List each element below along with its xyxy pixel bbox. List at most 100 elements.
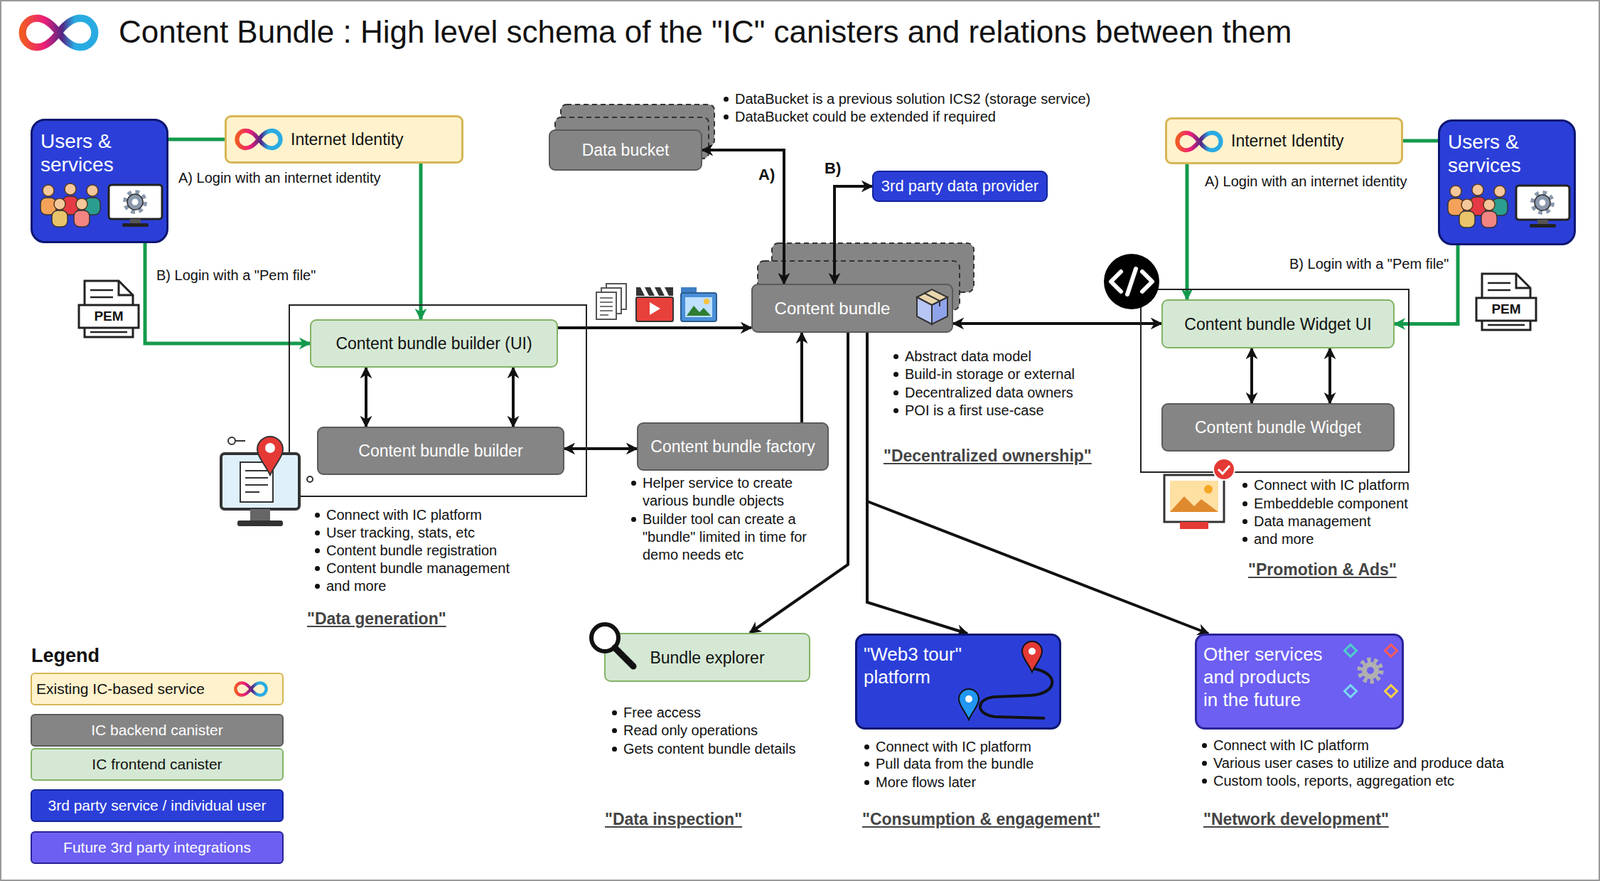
legend-swatch: Future 3rd party integrations: [30, 830, 284, 864]
content-icons-part: [636, 287, 674, 296]
service-box: Internet Identity: [1164, 117, 1404, 165]
bullet-text: Connect with IC platform: [875, 737, 1032, 756]
frontend-box: Bundle explorer: [604, 632, 811, 682]
package-icon-part: [916, 297, 932, 325]
pem-file-icon: [1476, 273, 1537, 330]
bullet-text: Helper service to create various bundle …: [642, 474, 821, 510]
bullet-text: Decentralized data owners: [904, 383, 1074, 402]
legend-text: IC backend canister: [90, 720, 224, 740]
content-icons-part: [636, 297, 674, 322]
bullet-text: Connect with IC platform: [1213, 736, 1369, 755]
group-frame: Connect with IC platformUser tracking, s…: [288, 304, 588, 497]
bullet-dot: [723, 114, 729, 120]
picture-icon: [1164, 458, 1235, 529]
gears-icon-part: [1359, 659, 1382, 681]
package-icon-part: [924, 292, 940, 307]
legend-text: IC frontend canister: [91, 754, 222, 774]
bullet-text: Free access: [623, 703, 701, 722]
bullet-dot: [1242, 518, 1248, 524]
actor-box: Users & services: [1437, 119, 1576, 246]
bullet-text: and more: [1253, 530, 1315, 549]
bullet-text: More flows later: [875, 773, 976, 792]
frontend-box: Content bundle builder (UI): [309, 319, 558, 368]
node-label: Content bundle builder: [358, 440, 523, 461]
content-icons-part: [680, 292, 717, 322]
service-box: Internet Identity: [224, 115, 464, 164]
pem-file-icon: [78, 280, 139, 337]
connector: [1328, 348, 1332, 404]
note-text: A) Login with an internet identity: [1204, 172, 1408, 191]
bullet-text: Pull data from the bundle: [875, 754, 1034, 773]
connector: [1250, 348, 1254, 404]
backend-box: Content bundle builder: [317, 426, 565, 475]
legend-text: Existing IC-based service: [36, 679, 205, 699]
bullet-text: Embeddeble component: [1253, 494, 1409, 513]
monitor-pin-icon-part: [245, 470, 268, 492]
gears-icon-part: [1385, 685, 1398, 698]
bullet-text: Abstract data model: [904, 347, 1032, 366]
bullet-dot: [864, 779, 870, 785]
connector: [867, 332, 1209, 634]
bullet-dot: [893, 371, 899, 377]
bullet-text: Connect with IC platform: [326, 506, 482, 524]
gears-icon-part: [1344, 644, 1357, 657]
connector: [953, 321, 1162, 325]
users-icon: [40, 183, 163, 227]
bullet-text: and more: [326, 577, 387, 595]
gears-icon: [1344, 644, 1398, 698]
content-icons-part: [680, 287, 697, 295]
monitor-pin-icon-part: [221, 453, 300, 509]
note-text: A) Login with an internet identity: [178, 169, 381, 187]
bullet-text: Custom tools, reports, aggregation etc: [1213, 771, 1455, 790]
bullet-dot: [1242, 536, 1248, 542]
bullet-dot: [611, 746, 617, 752]
note-text: Legend: [31, 643, 100, 669]
connector: [702, 149, 785, 284]
section-heading: "Promotion & Ads": [1248, 559, 1397, 580]
legend-swatch: Existing IC-based service: [30, 672, 284, 706]
bullet-dot: [893, 390, 899, 396]
section-heading: "Decentralized ownership": [883, 445, 1092, 466]
monitor-pin-icon-part: [307, 476, 313, 482]
embed-code-icon-part: [1103, 253, 1160, 310]
node-label: Other services and products in the futur…: [1203, 642, 1328, 711]
bullet-dot: [723, 96, 729, 102]
connector: [145, 243, 310, 344]
route-icon-part: [1022, 641, 1043, 672]
monitor-pin-icon-part: [237, 520, 283, 526]
content-icons-part: [640, 287, 669, 296]
monitor-pin-icon-part: [235, 439, 246, 442]
note-text: B) Login with a "Pem file": [156, 266, 316, 285]
bullet-dot: [1242, 501, 1248, 507]
node-label: Users & services: [40, 129, 148, 177]
picture-icon-part: [1169, 496, 1219, 512]
monitor-pin-icon-part: [228, 437, 236, 445]
connector: [511, 367, 515, 427]
bullet-dot: [314, 512, 320, 518]
content-icons-part: [596, 292, 617, 320]
edge-label: B): [824, 159, 841, 178]
file-tag: PEM: [1482, 299, 1531, 318]
canister-box: Content bundle: [751, 283, 954, 333]
bullet-text: Content bundle management: [326, 559, 510, 578]
actor-box: Users & services: [30, 118, 169, 244]
ic-logo: [236, 130, 281, 148]
connector: [1403, 139, 1438, 143]
node-label: Content bundle Widget UI: [1184, 314, 1372, 335]
gears-icon-part: [1344, 685, 1357, 698]
embed-code-icon: [1103, 253, 1160, 310]
monitor-pin-icon-part: [240, 462, 273, 502]
bullet-text: Read only operations: [623, 721, 758, 740]
bullet-dot: [314, 530, 320, 536]
route-icon-part: [965, 695, 973, 703]
users-icon: [1447, 184, 1570, 228]
package-icon-part: [931, 297, 948, 325]
diagram-title: Content Bundle : High level schema of th…: [118, 12, 1292, 52]
section-heading: "Consumption & engagement": [862, 808, 1101, 829]
bullet-text: Builder tool can create a "bundle" limit…: [642, 510, 821, 564]
frontend-box: Content bundle Widget UI: [1161, 299, 1395, 349]
gears-icon-part: [1385, 644, 1398, 657]
bullet-dot: [314, 548, 320, 553]
content-icons-part: [649, 302, 661, 315]
